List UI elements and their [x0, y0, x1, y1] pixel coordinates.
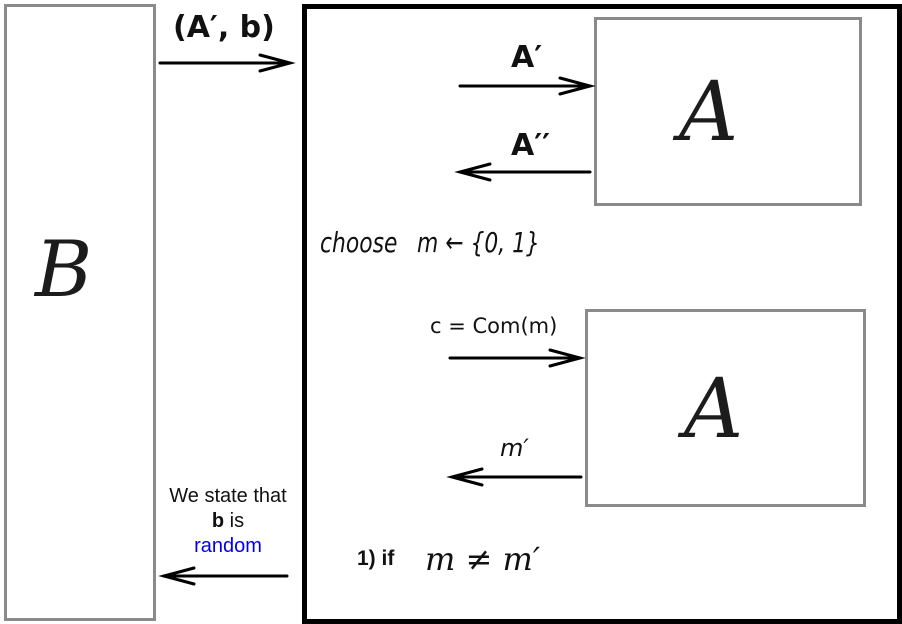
adversary-A-box-2: A [585, 309, 866, 507]
arrow-A-double-prime-left [454, 162, 592, 182]
letter-A-1: A [679, 65, 739, 160]
arrow-commit-right [448, 348, 586, 368]
note-line-1: We state that [169, 485, 287, 507]
label-A-prime: A′ [511, 40, 543, 75]
arrow-A-prime-right [458, 76, 596, 96]
label-choose: choose [320, 226, 398, 259]
label-choose-expr: m ← {0, 1} [417, 226, 540, 259]
note-b: b [211, 510, 225, 532]
note-is: is [229, 510, 245, 532]
note-line-2: b is [156, 509, 300, 534]
note-random: random [194, 535, 262, 557]
label-condition-expr: m ≠ m′ [425, 540, 541, 578]
letter-A-2: A [684, 362, 744, 457]
label-A-prime-b: (A′, b) [173, 10, 275, 45]
label-m-prime: m′ [500, 434, 529, 462]
letter-B: B [35, 225, 93, 315]
note-random-b: We state that b is random [156, 484, 300, 559]
adversary-B-box: B [4, 4, 156, 621]
adversary-A-box-1: A [594, 17, 862, 206]
label-A-double-prime: A′′ [511, 128, 551, 163]
label-commit: c = Com(m) [430, 314, 558, 338]
arrow-bottom-left [158, 566, 289, 586]
arrow-m-prime-left [446, 467, 583, 487]
arrow-top-right [158, 53, 296, 73]
label-condition: 1) if [357, 547, 395, 570]
